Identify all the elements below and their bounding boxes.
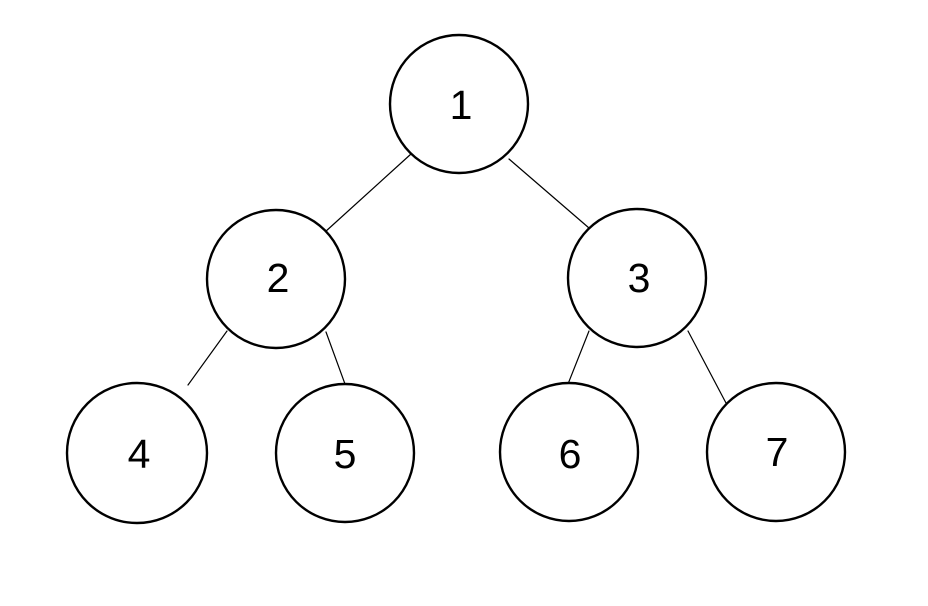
- tree-node-label-4: 4: [128, 431, 151, 477]
- tree-edge-1-3: [508, 158, 590, 229]
- tree-node-circle-1[interactable]: [388, 33, 530, 175]
- tree-node-circle-4[interactable]: [65, 381, 209, 525]
- tree-node-2[interactable]: 2: [205, 208, 347, 350]
- tree-edge-2-5: [325, 331, 346, 385]
- edges-layer: [187, 153, 727, 404]
- tree-edge-2-4: [187, 330, 228, 386]
- tree-edge-1-2: [324, 153, 412, 233]
- tree-node-5[interactable]: 5: [274, 382, 416, 524]
- tree-node-6[interactable]: 6: [498, 381, 640, 523]
- nodes-layer: 1 2 3 4 5 6 7: [65, 33, 847, 525]
- tree-node-label-1: 1: [450, 82, 473, 128]
- tree-node-1[interactable]: 1: [388, 33, 530, 175]
- tree-edge-3-6: [567, 330, 590, 385]
- tree-node-label-7: 7: [766, 429, 789, 475]
- tree-node-circle-3[interactable]: [566, 207, 708, 349]
- tree-node-4[interactable]: 4: [65, 381, 209, 525]
- tree-node-label-2: 2: [267, 255, 290, 301]
- tree-node-circle-6[interactable]: [498, 381, 640, 523]
- tree-node-7[interactable]: 7: [705, 381, 847, 523]
- tree-node-label-3: 3: [628, 255, 651, 301]
- tree-node-circle-2[interactable]: [205, 208, 347, 350]
- tree-node-circle-5[interactable]: [274, 382, 416, 524]
- tree-node-3[interactable]: 3: [566, 207, 708, 349]
- tree-node-circle-7[interactable]: [705, 381, 847, 523]
- tree-node-label-6: 6: [559, 431, 582, 477]
- tree-edge-3-7: [687, 330, 727, 404]
- tree-node-label-5: 5: [334, 431, 357, 477]
